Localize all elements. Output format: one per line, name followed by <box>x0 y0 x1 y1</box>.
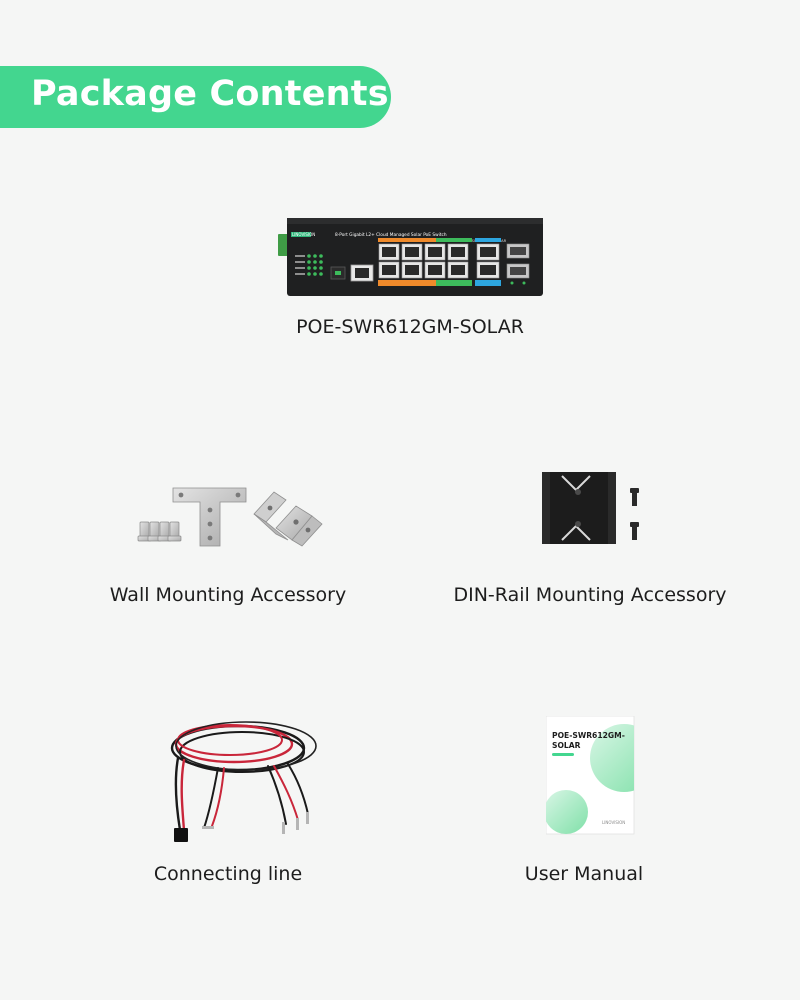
din-caption: DIN-Rail Mounting Accessory <box>453 584 727 606</box>
switch-brand: LINOVISION <box>292 232 315 237</box>
cable-caption: Connecting line <box>153 863 303 885</box>
header-banner: Package Contents <box>0 66 391 128</box>
manual-title-line2: SOLAR <box>552 741 581 750</box>
cable-icon <box>170 721 317 842</box>
switch-model-label: 8-Port Gigabit L2+ Cloud Managed Solar P… <box>335 232 447 238</box>
switch-icon: LINOVISION 8-Port Gigabit L2+ Cloud Mana… <box>278 218 543 296</box>
wall-caption: Wall Mounting Accessory <box>109 584 347 606</box>
switch-image: LINOVISION 8-Port Gigabit L2+ Cloud Mana… <box>275 212 547 300</box>
switch-caption: POE-SWR612GM-SOLAR <box>296 316 524 338</box>
page-title: Package Contents <box>31 74 389 114</box>
din-accessory-image <box>536 468 646 548</box>
manual-caption: User Manual <box>524 863 644 885</box>
manual-brand: LINOVISION <box>602 820 625 825</box>
manual-title-line1: POE-SWR612GM- <box>552 731 625 740</box>
cable-image <box>158 710 328 844</box>
wall-accessory-image <box>136 478 326 550</box>
din-rail-clip-icon <box>542 472 639 544</box>
manual-image: POE-SWR612GM- SOLAR LINOVISION <box>546 716 636 836</box>
manual-icon: POE-SWR612GM- SOLAR LINOVISION <box>546 716 635 835</box>
wall-bracket-icon <box>137 487 323 547</box>
